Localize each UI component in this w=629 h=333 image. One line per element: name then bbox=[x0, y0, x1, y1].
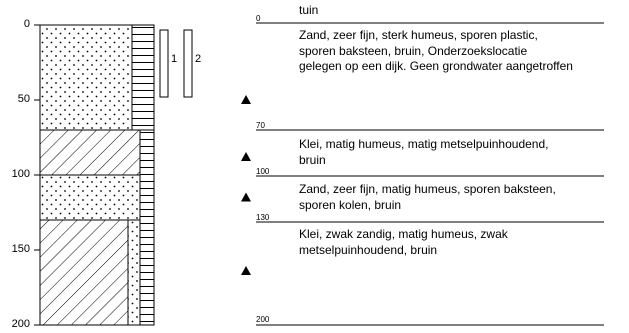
sample-bar bbox=[183, 29, 193, 98]
ladder-strip-top bbox=[131, 24, 155, 131]
layer-description: bruin bbox=[299, 152, 326, 167]
layer-description: sporen kolen, bruin bbox=[299, 197, 402, 212]
triangle-markers bbox=[241, 95, 251, 275]
triangle-marker bbox=[241, 95, 251, 104]
sample-label: 2 bbox=[195, 53, 202, 65]
soil-layer-fill bbox=[39, 219, 129, 326]
layer-description: gelegen op een dijk. Geen grondwater aan… bbox=[299, 59, 573, 73]
column-outline bbox=[39, 24, 155, 326]
axis-tick-label: 150 bbox=[11, 243, 30, 255]
sample-markers bbox=[159, 29, 193, 98]
soil-layer-fill bbox=[39, 174, 141, 221]
bottom-depth-label: 200 bbox=[256, 315, 270, 324]
soil-column bbox=[39, 24, 155, 326]
triangle-marker bbox=[241, 192, 251, 202]
axis-tick-label: 50 bbox=[17, 93, 30, 105]
sand-strip bbox=[127, 219, 141, 326]
depth-label: 100 bbox=[256, 167, 270, 176]
depth-label: 130 bbox=[256, 213, 270, 222]
description-lines bbox=[256, 22, 604, 326]
triangle-marker bbox=[241, 152, 251, 161]
layer-description: metselpuinhoudend, bruin bbox=[299, 242, 438, 257]
axis-tick-label: 100 bbox=[11, 168, 30, 180]
depth-label: 0 bbox=[256, 14, 261, 23]
depth-label: 70 bbox=[256, 121, 265, 130]
layer-description: Klei, zwak zandig, matig humeus, zwak bbox=[299, 227, 508, 241]
layer-description: tuin bbox=[299, 3, 319, 17]
soil-layer-fill bbox=[39, 24, 133, 131]
soil-layer-fill bbox=[39, 129, 141, 176]
depth-axis bbox=[34, 24, 41, 326]
layer-description: Zand, zeer fijn, matig humeus, sporen ba… bbox=[299, 182, 556, 196]
sample-label: 1 bbox=[171, 53, 178, 65]
triangle-marker bbox=[241, 266, 251, 275]
axis-tick-label: 200 bbox=[11, 318, 30, 330]
layer-description: sporen baksteen, bruin, Onderzoekslocati… bbox=[299, 43, 528, 58]
layer-description: Zand, zeer fijn, sterk humeus, sporen pl… bbox=[299, 28, 538, 42]
axis-tick-label: 0 bbox=[23, 18, 30, 30]
ladder-strip-bottom bbox=[139, 129, 155, 326]
layer-description: Klei, matig humeus, matig metselpuinhoud… bbox=[299, 137, 549, 151]
sample-bar bbox=[159, 29, 169, 98]
